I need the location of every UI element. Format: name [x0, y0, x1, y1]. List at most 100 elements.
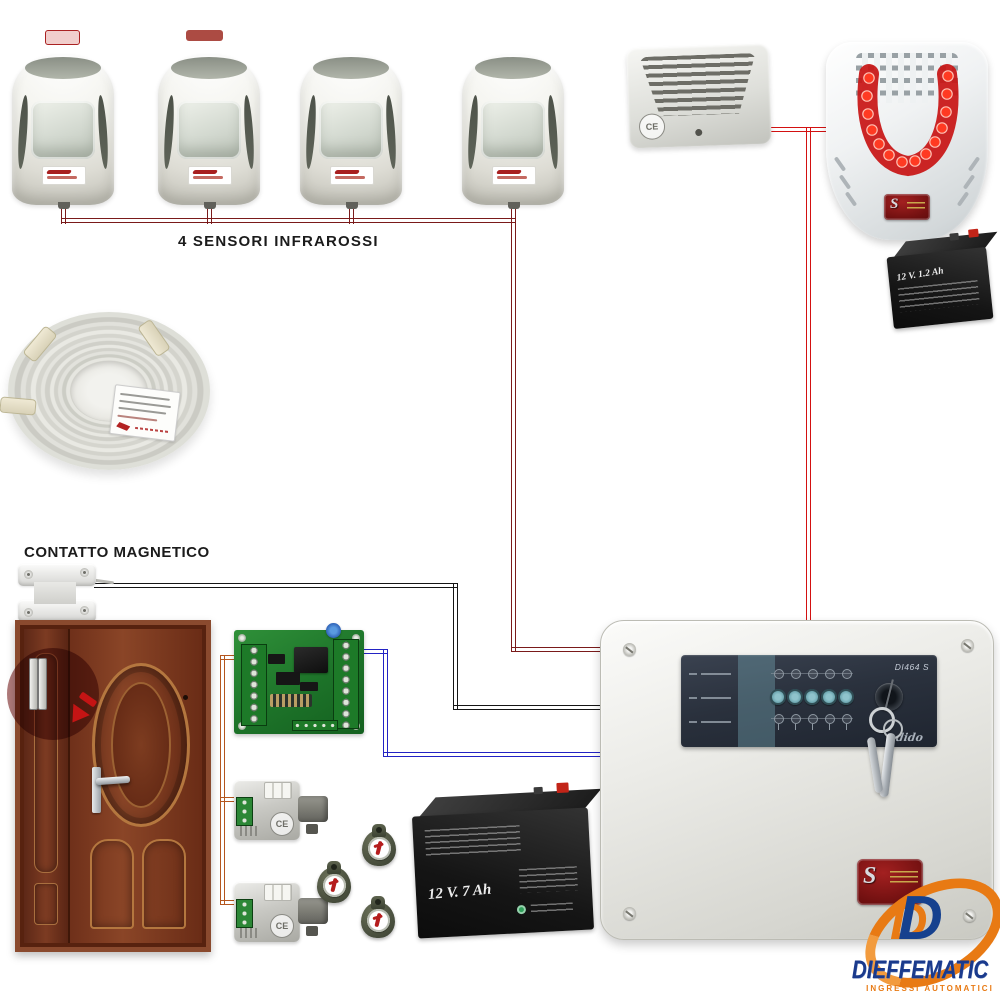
battery-negative-terminal: [949, 232, 960, 241]
pir-sensor-4: [462, 55, 564, 209]
keyfob-2: [362, 824, 396, 866]
wire-sensor-bus: [61, 218, 516, 223]
door-handle-plate: [92, 767, 101, 813]
panel-button: [787, 689, 803, 705]
panel-brand-badge: S: [857, 859, 923, 905]
magnetic-contact: [18, 562, 115, 624]
status-led: [808, 714, 818, 724]
contact-top-bar: [18, 564, 96, 586]
sensor-lens: [481, 101, 545, 159]
reader-nub: [306, 824, 318, 834]
status-led: [808, 669, 818, 679]
label-line: [118, 406, 167, 415]
led-stem: [811, 724, 813, 730]
wire-board-to-panel: [383, 752, 605, 757]
pir-sensor-2: [158, 55, 260, 209]
side-vent: [956, 191, 970, 207]
key-reader-2: CE: [234, 882, 330, 944]
sensor-brand-label: [492, 166, 536, 185]
wire-reader2-branch: [220, 900, 238, 905]
wire-reader-v: [220, 655, 225, 905]
board-screw: [352, 634, 360, 642]
contact-middle: [34, 582, 76, 604]
faceplate-schematic-row: [689, 673, 731, 675]
reader-vents: [240, 826, 258, 836]
sensor-top-cap: [171, 57, 247, 79]
door-bottom-panel: [90, 839, 134, 929]
sensor-side-slot: [96, 94, 110, 170]
door-peephole: [183, 695, 188, 700]
contact-screw: [80, 568, 89, 577]
led-stem: [828, 724, 830, 730]
artifact-red-mark: [186, 30, 223, 41]
status-led: [842, 714, 852, 724]
status-led: [791, 669, 801, 679]
sensor-top-cap: [25, 57, 101, 79]
fob-hole: [331, 864, 337, 870]
battery-12v-7ah: 12 V. 7 Ah: [411, 782, 602, 939]
door: [7, 620, 211, 952]
relay: [294, 647, 328, 673]
reader-terminal: [236, 797, 253, 826]
pir-sensor-3: [300, 55, 402, 209]
terminal-block-right: [333, 639, 359, 729]
ic-chip: [268, 654, 285, 664]
sensor-brand-label: [330, 166, 374, 185]
sensor-side-slot: [466, 94, 480, 170]
sensor-side-slot: [162, 94, 176, 170]
ce-mark: CE: [270, 812, 294, 836]
sensor-top-cap: [475, 57, 551, 79]
sensor-foot: [508, 202, 520, 209]
wire-board-stub: [362, 649, 388, 654]
reader-vents: [240, 928, 258, 938]
siren-screw-hole: [695, 128, 703, 137]
panel-screw: [623, 643, 636, 656]
sensor-side-slot: [16, 94, 30, 170]
status-led: [842, 669, 852, 679]
panel-button: [838, 689, 854, 705]
badge-letter: S: [890, 196, 899, 212]
panel-screw: [623, 907, 636, 920]
ce-mark: CE: [638, 113, 666, 141]
reader-connector: [264, 782, 292, 799]
board-screw: [238, 634, 246, 642]
logo-wordmark: DIEFFEMATIC: [851, 956, 989, 984]
cable-coil: [0, 312, 210, 470]
panel-model: DI464 S: [894, 662, 929, 672]
resistor-row: [270, 694, 312, 707]
relay-board: [234, 623, 364, 734]
led-stem: [794, 724, 796, 730]
keyfob-3: [361, 896, 395, 938]
sensor-side-slot: [384, 94, 398, 170]
siren-grille: [640, 53, 758, 117]
label-red-code: [134, 426, 169, 434]
wire-contact-to-panel: [453, 705, 605, 710]
panel-screw: [963, 909, 976, 922]
panel-button: [770, 689, 786, 705]
ic-chip: [300, 682, 318, 691]
status-led: [774, 669, 784, 679]
wire-reader1-branch: [220, 797, 238, 802]
faceplate-schematic-row: [689, 721, 731, 723]
panel-screw: [961, 639, 974, 652]
door-oval-panel: [92, 663, 190, 827]
coil-tie: [0, 396, 37, 416]
wire-siren-link: [766, 127, 832, 132]
side-vent: [967, 156, 981, 172]
battery-fine-print: [424, 825, 521, 857]
blue-trimmer: [326, 623, 341, 638]
reader-connector: [264, 884, 292, 901]
board-screw: [238, 722, 246, 730]
sensors-label: 4 SENSORI INFRAROSSI: [178, 233, 379, 250]
control-panel: DI464 S dido S: [600, 620, 994, 940]
contact-bottom-bar: [18, 600, 96, 622]
label-line: [120, 392, 170, 401]
wire-sensor1-stub: [61, 202, 66, 224]
badge-letter: S: [863, 863, 877, 889]
artifact-red-mark: [45, 30, 80, 45]
status-led: [791, 714, 801, 724]
panel-button: [804, 689, 820, 705]
sensor-foot: [204, 202, 216, 209]
battery-negative-terminal: [533, 786, 543, 795]
